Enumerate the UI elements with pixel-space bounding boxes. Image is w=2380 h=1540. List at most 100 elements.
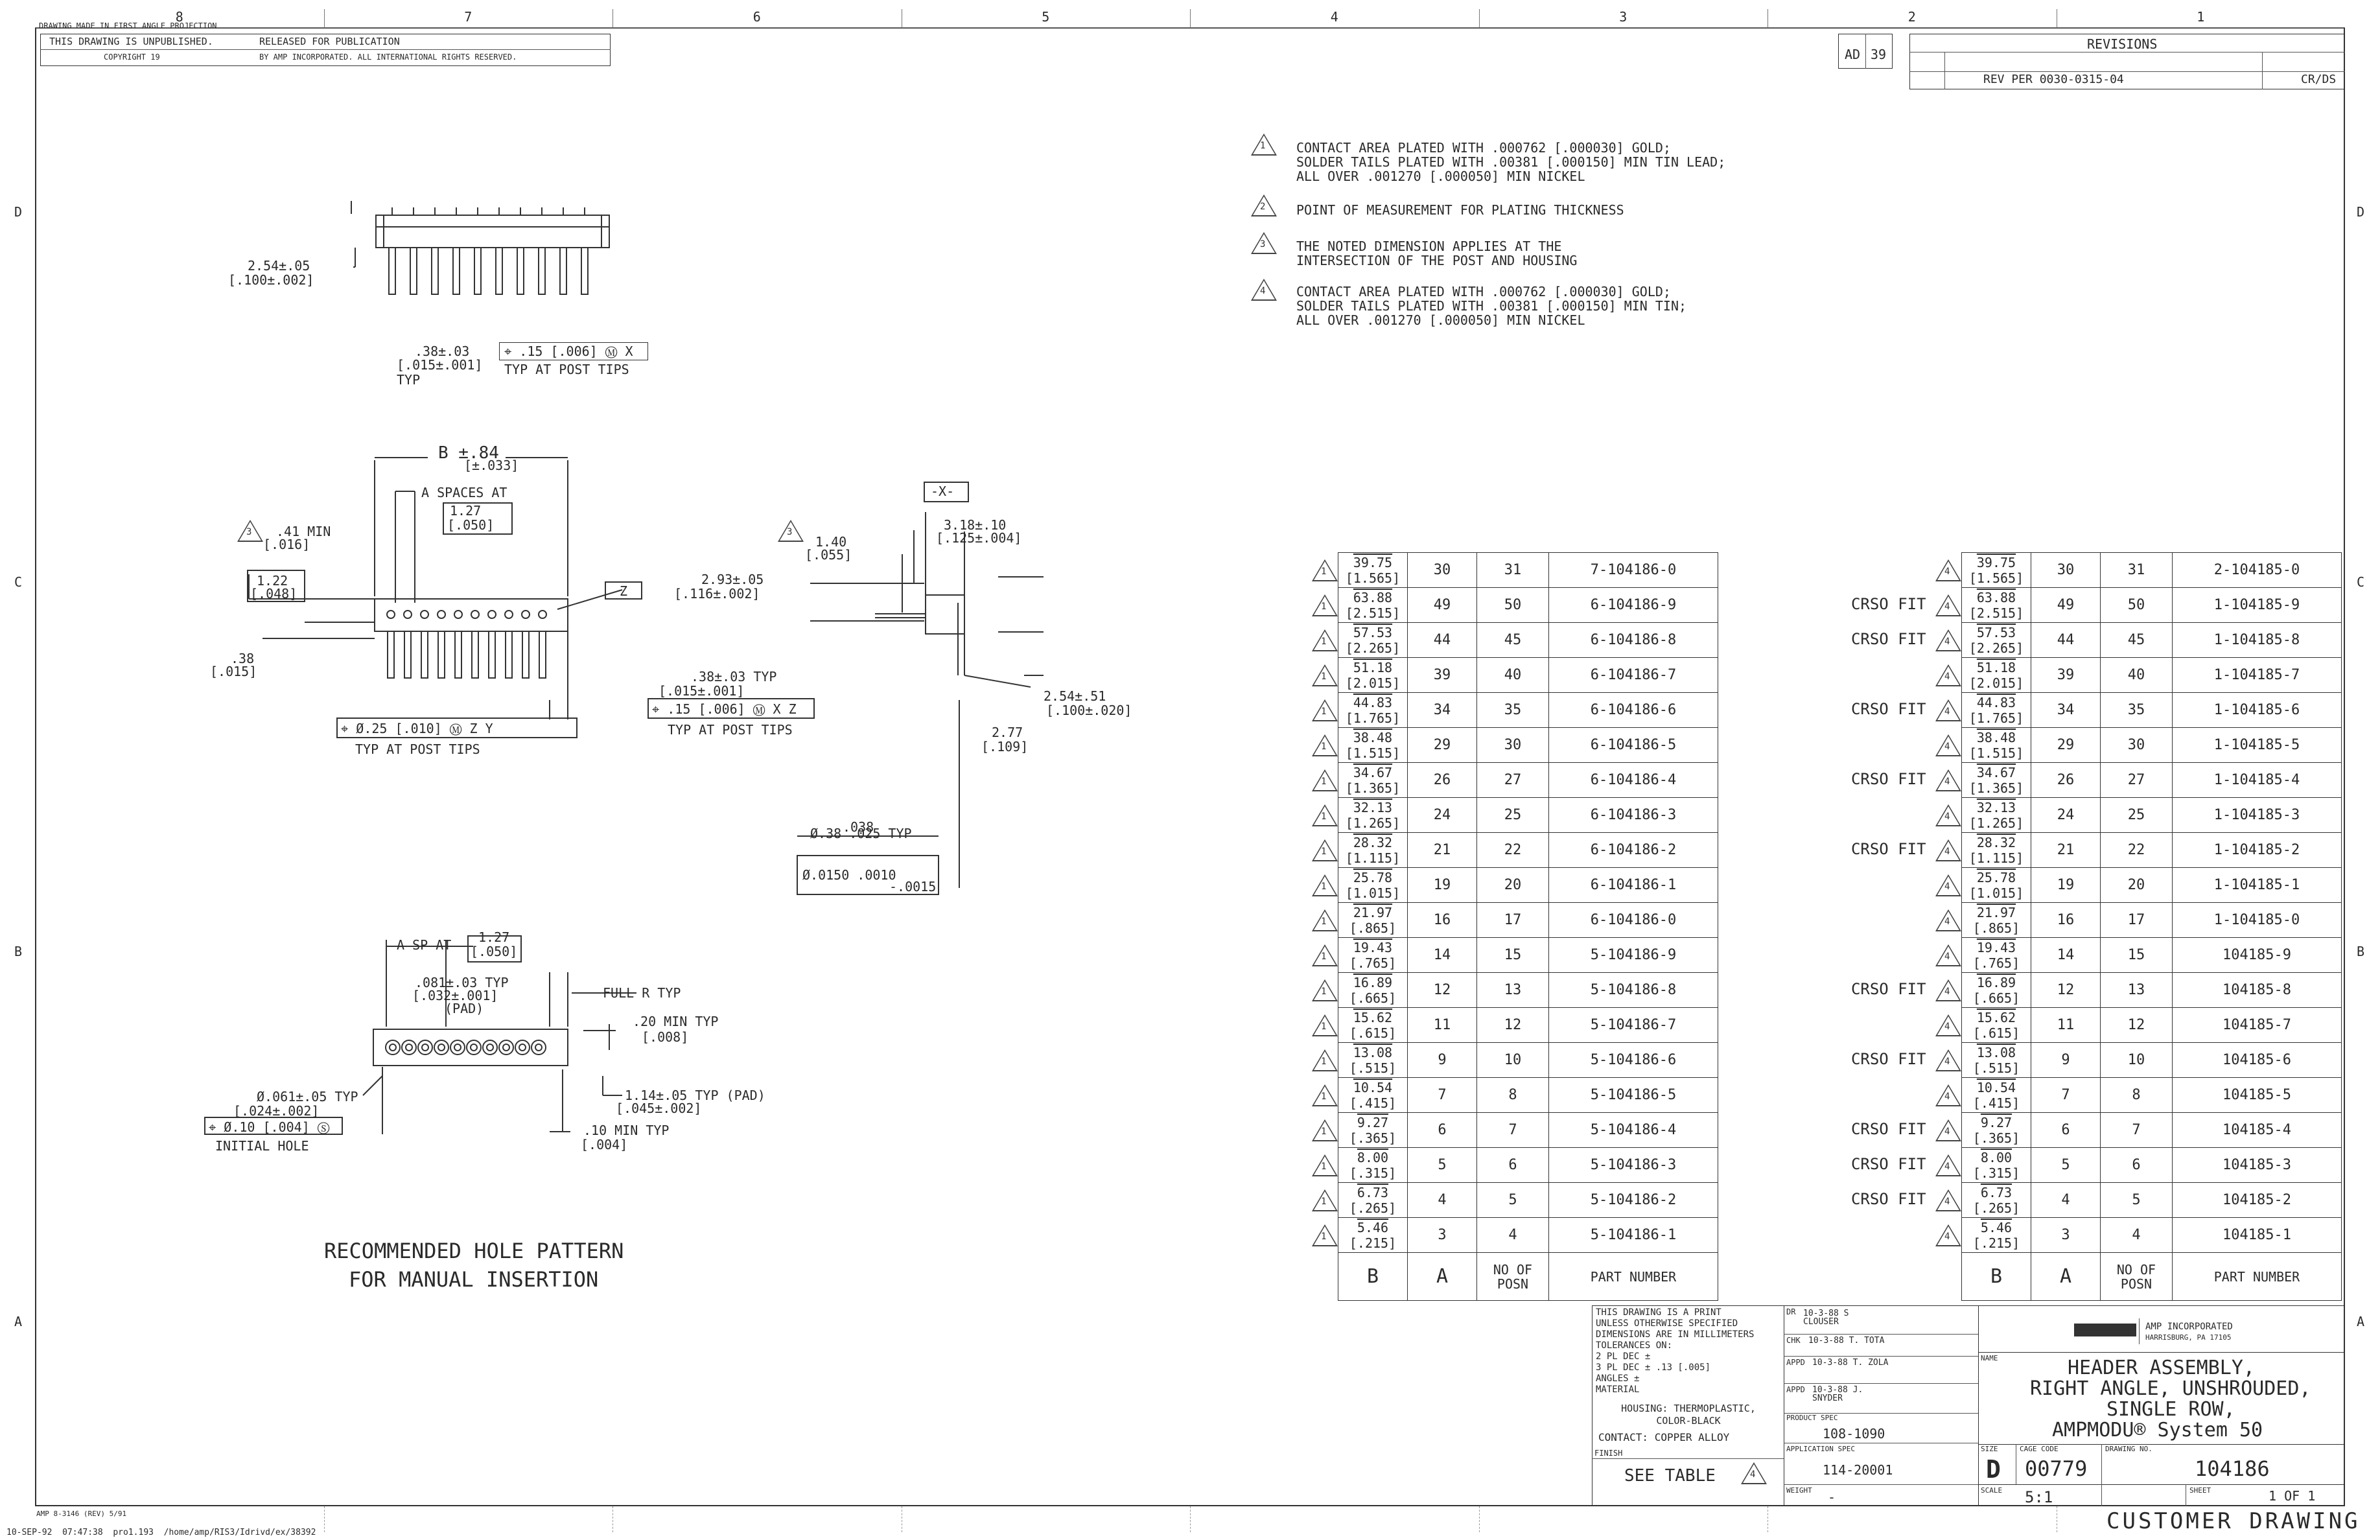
crso-fit-label: CRSO FIT (1850, 839, 1935, 858)
cell-posn: 6 (1476, 1147, 1549, 1183)
delta-note-icon: 4 (1935, 559, 1961, 581)
note-cell: 4 (1832, 1078, 1962, 1113)
delta-note-icon: 1 (1312, 944, 1338, 966)
front-dim-38: .38 (231, 651, 255, 666)
hole-caption-2: FOR MANUAL INSERTION (349, 1267, 599, 1292)
hole-dim-dia: Ø.061±.05 TYP (257, 1089, 358, 1104)
crso-fit-label: CRSO FIT (1850, 769, 1935, 788)
zone-number-7: 7 (464, 9, 472, 25)
front-view-pin (487, 610, 496, 619)
cell-a: 4 (1407, 1182, 1477, 1218)
crso-fit-label: CRSO FIT (1850, 594, 1935, 613)
cell-posn: 30 (1476, 727, 1549, 763)
side-dim-277: 2.77 (992, 725, 1023, 740)
cell-b: 6.73[.265] (1338, 1182, 1408, 1218)
cell-b: 10.54[.415] (1338, 1077, 1408, 1113)
rights-note: BY AMP INCORPORATED. ALL INTERNATIONAL R… (259, 52, 517, 62)
side-dim-318-in: [.125±.004] (936, 530, 1022, 546)
title-line-2: RIGHT ANGLE, UNSHROUDED, (2030, 1377, 2311, 1400)
top-dim-pin-in: [.015±.001] (397, 357, 483, 373)
cell-a: 39 (1407, 657, 1477, 693)
tolerance-line: 2 PL DEC ± (1596, 1351, 1651, 1362)
front-dim-min: .41 MIN (276, 524, 331, 539)
delta-note-icon: 4 (1935, 1084, 1961, 1106)
hole-dim-min10b: [.004] (581, 1137, 628, 1152)
side-dim-277-in: [.109] (981, 739, 1029, 754)
note-cell: CRSO FIT 4 (1832, 588, 1962, 623)
appd-value-2: 10-3-88 J. SNYDER (1812, 1385, 1863, 1403)
cell-posn: 13 (1476, 972, 1549, 1008)
cell-a: 39 (2031, 657, 2101, 693)
cell-posn: 40 (1476, 657, 1549, 693)
cell-part-number: 1-104185-4 (2172, 762, 2342, 798)
cell-a: 9 (1407, 1042, 1477, 1078)
cell-b: 28.32[1.115] (1961, 832, 2031, 868)
sheet-value: 1 OF 1 (2269, 1488, 2316, 1504)
cell-part-number: 104185-2 (2172, 1182, 2342, 1218)
note-cell: 1 (1309, 588, 1338, 623)
cell-posn: 6 (2100, 1147, 2173, 1183)
pad-hole (401, 1040, 417, 1055)
delta-note-icon: 1 (1312, 979, 1338, 1001)
cell-a: 6 (2031, 1112, 2101, 1148)
cell-part-number: 6-104186-3 (1548, 797, 1718, 833)
cell-b: 6.73[.265] (1961, 1182, 2031, 1218)
pad-hole-inner (421, 1044, 429, 1051)
cell-posn: 10 (2100, 1042, 2173, 1078)
cell-part-number: 1-104185-0 (2172, 902, 2342, 938)
front-view-pin (403, 610, 412, 619)
top-view-pin (388, 247, 396, 295)
delta-note-icon: 1 (1312, 839, 1338, 861)
cell-b: 19.43[.765] (1961, 937, 2031, 973)
note-cell: CRSO FIT 4 (1832, 1113, 1962, 1148)
zone-letter-a: A (2357, 1313, 2365, 1329)
zone-number-6: 6 (752, 9, 761, 25)
hole-caption-1: RECOMMENDED HOLE PATTERN (324, 1239, 624, 1263)
note-cell: 1 (1309, 1043, 1338, 1078)
table-header-cell: A (1407, 1252, 1477, 1301)
note-cell: 4 (1832, 1218, 1962, 1253)
cell-posn: 35 (1476, 692, 1549, 728)
cell-a: 29 (2031, 727, 2101, 763)
scale-label: SCALE (1981, 1486, 2003, 1495)
delta-note-icon: 4 (1935, 594, 1961, 616)
front-view-pin (420, 610, 429, 619)
cell-posn: 8 (2100, 1077, 2173, 1113)
cell-b: 63.88[2.515] (1338, 587, 1408, 623)
app-spec-value: 114-20001 (1823, 1462, 1893, 1478)
note-cell: CRSO FIT 4 (1832, 1148, 1962, 1183)
delta-note-icon: 1 (1312, 734, 1338, 756)
cell-part-number: 104185-4 (2172, 1112, 2342, 1148)
pad-hole-inner (438, 1044, 445, 1051)
sheet-label: SHEET (2189, 1486, 2211, 1495)
front-view-pin (538, 610, 547, 619)
cell-posn: 17 (2100, 902, 2173, 938)
zone-letter-c: C (14, 574, 23, 590)
company-address: HARRISBURG, PA 17105 (2145, 1333, 2232, 1342)
title-line-1: HEADER ASSEMBLY, (2068, 1357, 2255, 1379)
cell-b: 63.88[2.515] (1961, 587, 2031, 623)
cell-posn: 10 (1476, 1042, 1549, 1078)
outer-frame (35, 27, 2345, 1506)
hole-dim-114-in: [.045±.002] (616, 1101, 702, 1116)
note-cell: 1 (1309, 1218, 1338, 1253)
top-view-pin (431, 247, 439, 295)
zone-letter-c: C (2357, 574, 2365, 590)
delta-note-icon: 4 (1251, 279, 1277, 301)
note-cell: 1 (1309, 728, 1338, 763)
front-dim-min-in: [.016] (263, 537, 310, 552)
crso-fit-label: CRSO FIT (1850, 1049, 1935, 1068)
cell-posn: 4 (2100, 1217, 2173, 1253)
